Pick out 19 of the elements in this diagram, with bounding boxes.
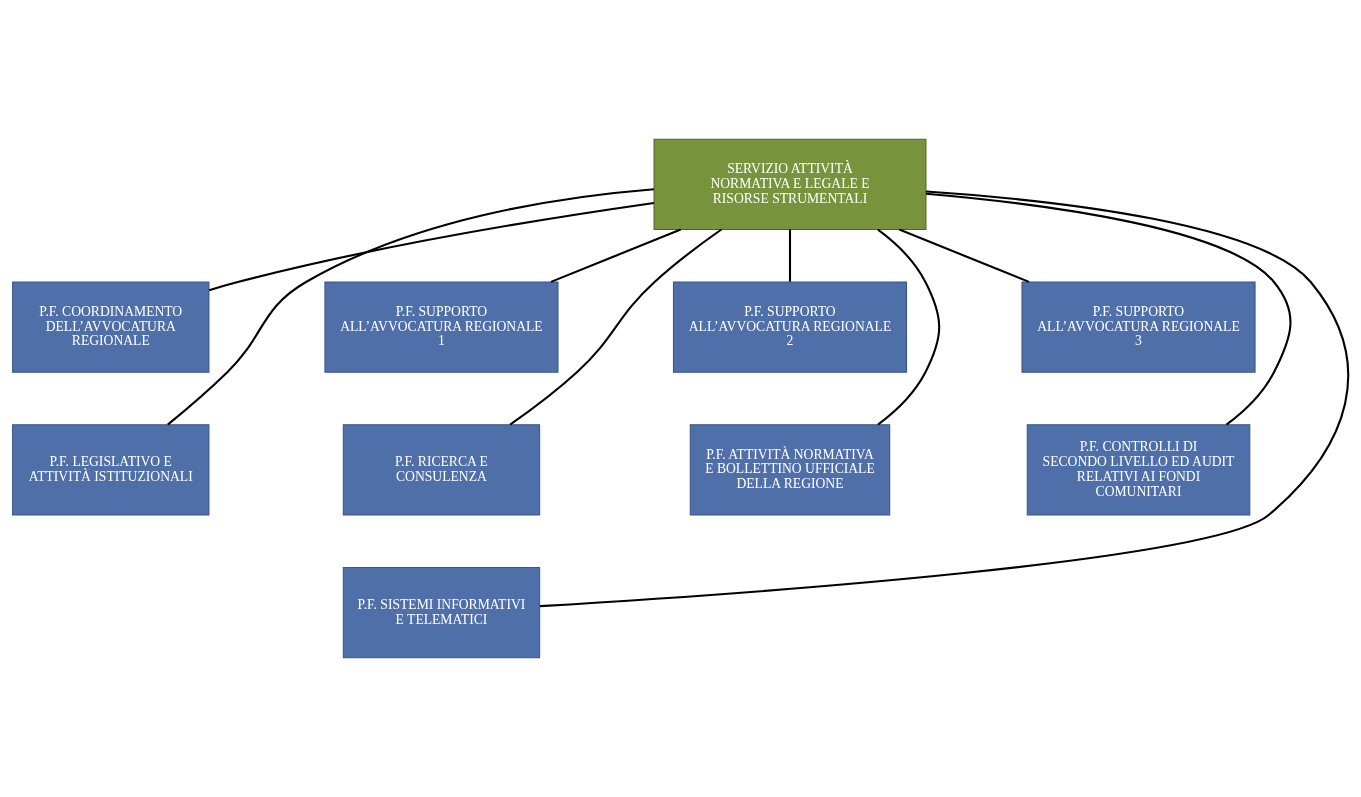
connector bbox=[167, 188, 654, 426]
node-box: P.F. CONTROLLI DI SECONDO LIVELLO ED AUDIT RELATIVI AI FONDI COMUNITARI bbox=[1026, 424, 1251, 516]
node-box: P.F. SUPPORTO ALL’AVVOCATURA REGIONALE 3 bbox=[1021, 281, 1256, 373]
node-box: P.F. SUPPORTO ALL’AVVOCATURA REGIONALE 2 bbox=[672, 281, 908, 373]
connector bbox=[925, 192, 1292, 426]
node-box: SERVIZIO ATTIVITÀ NORMATIVA E LEGALE E RISORSE STRUMENTALI bbox=[653, 138, 927, 230]
connector bbox=[898, 228, 1030, 283]
node-box: P.F. ATTIVITÀ NORMATIVA E BOLLETTINO UFFICIALE DELLA REGIONE bbox=[689, 424, 891, 516]
node-box: P.F. COORDINAMENTO DELL’AVVOCATURA REGIONALE bbox=[12, 281, 210, 373]
connector bbox=[788, 229, 792, 282]
connector bbox=[539, 190, 1349, 608]
connector bbox=[877, 228, 941, 426]
node-box: P.F. LEGISLATIVO E ATTIVITÀ ISTITUZIONALI bbox=[12, 424, 210, 516]
node-box: P.F. RICERCA E CONSULENZA bbox=[342, 424, 541, 516]
connector bbox=[509, 228, 722, 426]
node-box: P.F. SISTEMI INFORMATIVI E TELEMATICI bbox=[342, 567, 541, 659]
connector bbox=[208, 201, 655, 292]
connector bbox=[550, 228, 682, 283]
node-box: P.F. SUPPORTO ALL’AVVOCATURA REGIONALE 1 bbox=[324, 281, 559, 373]
